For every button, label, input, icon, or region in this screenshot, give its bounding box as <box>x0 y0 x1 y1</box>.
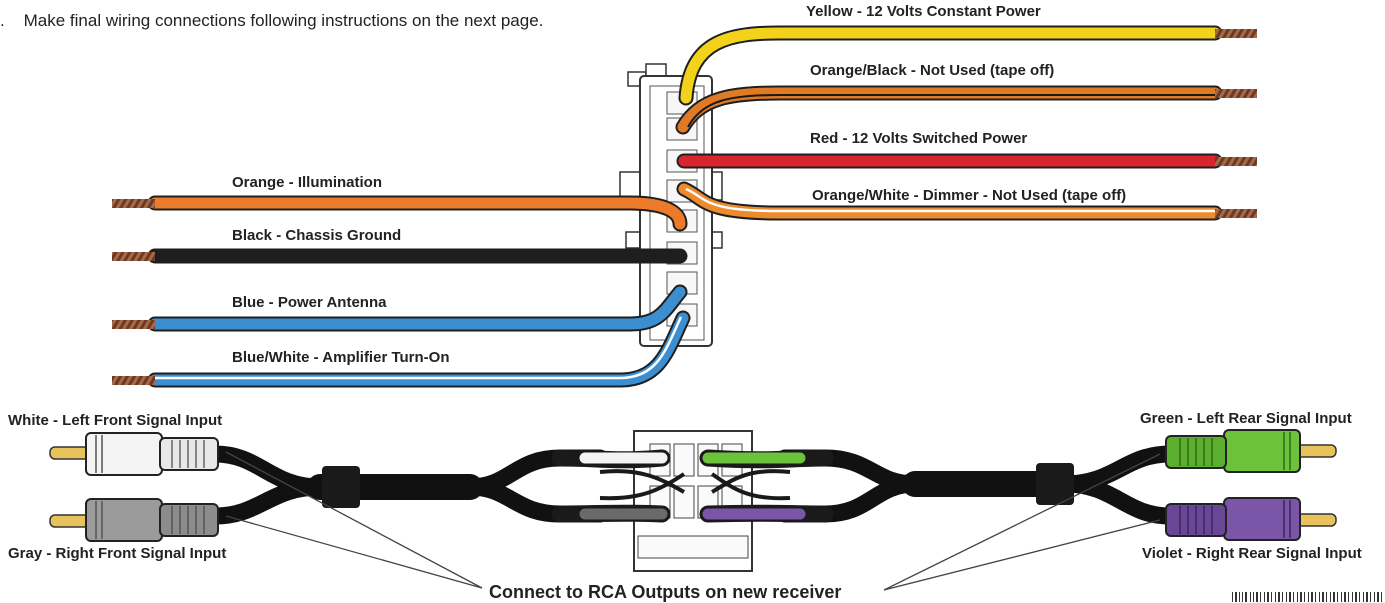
rca-cable-left <box>206 445 609 525</box>
wire-yellow <box>678 25 1257 106</box>
label-rca-gray: Gray - Right Front Signal Input <box>8 545 227 562</box>
label-blue-white-wire: Blue/White - Amplifier Turn-On <box>232 349 450 366</box>
rca-plug-gray <box>49 498 219 542</box>
instruction-text: Make final wiring connections following … <box>23 11 544 30</box>
rca-caption: Connect to RCA Outputs on new receiver <box>489 582 842 602</box>
rca-plug-white <box>49 432 219 476</box>
wire-orange-black <box>675 85 1257 135</box>
instruction-marker: . <box>0 11 5 30</box>
wire-orange <box>112 195 688 232</box>
label-blue-wire: Blue - Power Antenna <box>232 294 387 311</box>
wire-red <box>676 153 1257 169</box>
rca-stub-left <box>551 449 686 523</box>
instruction-line: . Make final wiring connections followin… <box>0 11 543 31</box>
rca-plug-violet <box>1165 497 1337 541</box>
wire-blue <box>112 284 688 332</box>
rca-plug-green <box>1165 429 1337 473</box>
leader-lines <box>225 451 1161 591</box>
label-rca-green: Green - Left Rear Signal Input <box>1140 410 1352 427</box>
label-orange-wire: Orange - Illumination <box>232 174 383 191</box>
label-black-wire: Black - Chassis Ground <box>232 227 402 244</box>
wire-orange-white <box>676 181 1257 221</box>
label-rca-white: White - Left Front Signal Input <box>8 412 223 429</box>
barcode-strip <box>1232 592 1382 602</box>
rca-cable-right <box>776 445 1179 525</box>
label-orange-white-wire: Orange/White - Dimmer - Not Used (tape o… <box>812 187 1127 204</box>
label-rca-violet: Violet - Right Rear Signal Input <box>1142 545 1362 562</box>
label-orange-black-wire: Orange/Black - Not Used (tape off) <box>810 62 1055 79</box>
cable-ferrite-left <box>322 466 360 508</box>
wire-black <box>112 248 688 264</box>
label-red-wire: Red - 12 Volts Switched Power <box>810 130 1028 147</box>
label-yellow-wire: Yellow - 12 Volts Constant Power <box>806 3 1041 20</box>
wire-blue-white <box>112 310 691 388</box>
cable-ferrite-right <box>1036 463 1074 505</box>
rca-stub-right <box>699 449 834 523</box>
